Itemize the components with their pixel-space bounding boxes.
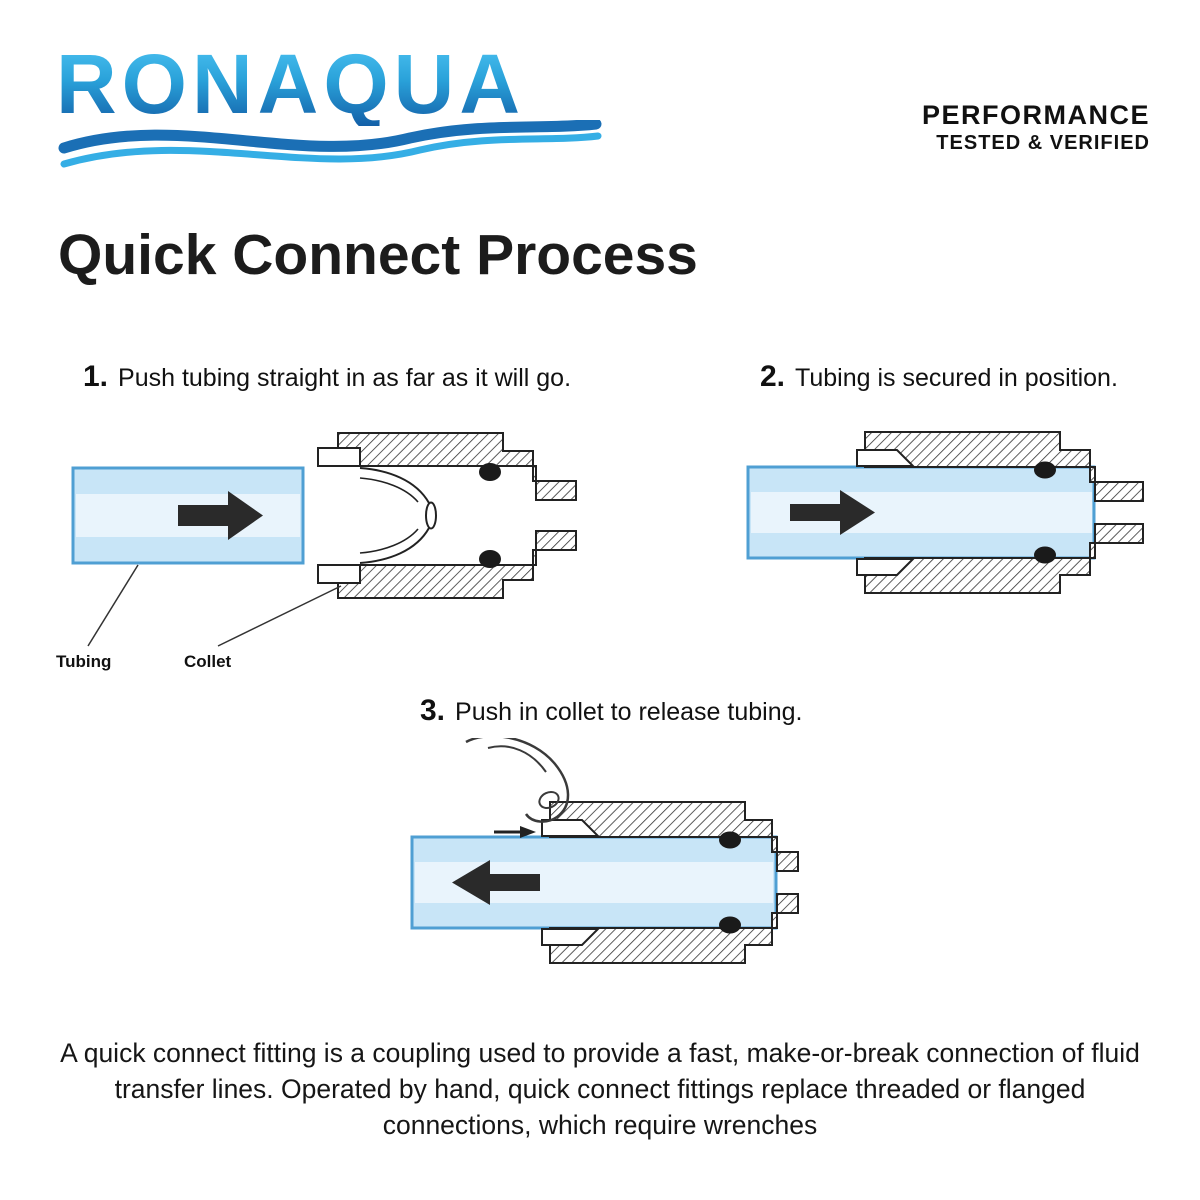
fingernail-icon [538, 790, 560, 810]
leader-line-tubing [87, 564, 139, 647]
fitting-body-top [549, 801, 799, 872]
logo-wave-icon [58, 120, 602, 168]
footer-description: A quick connect fitting is a coupling us… [60, 1038, 1140, 1140]
collet-graphic-bottom [317, 564, 361, 584]
brand-logo: RONAQUA [56, 42, 616, 168]
fitting-body-top [337, 432, 577, 501]
fitting-body-top [864, 431, 1144, 502]
leader-line-collet [217, 585, 342, 647]
o-ring-bottom [719, 916, 741, 934]
step3-diagram [410, 738, 799, 964]
step2-diagram [746, 431, 1144, 594]
step2-text: Tubing is secured in position. [795, 364, 1118, 392]
badge-line1: PERFORMANCE [921, 100, 1150, 130]
o-ring-top [1034, 461, 1056, 479]
badge-line2: TESTED & VERIFIED [936, 132, 1150, 155]
o-ring-top [479, 463, 501, 481]
logo-wave-dark [58, 120, 602, 154]
step1-text: Push tubing straight in as far as it wil… [118, 364, 572, 392]
finger-inner-line [487, 745, 547, 773]
step1-number: 1. [83, 360, 109, 393]
step1-diagram [71, 432, 577, 647]
collet-graphic-top [317, 447, 361, 467]
push-arrow-icon [520, 826, 536, 838]
flow-arrow-icon [790, 490, 875, 535]
step3-header: 3. Push in collet to release tubing. [420, 694, 802, 728]
flow-arrow-icon [178, 491, 263, 540]
logo-wave-light [60, 132, 602, 168]
collet-graphic-top [856, 449, 916, 467]
performance-badge: PERFORMANCE TESTED & VERIFIED [922, 100, 1150, 155]
collet-finger-bottom [359, 527, 430, 564]
collet-finger-top-inner [359, 477, 419, 503]
fitting-body-bottom [549, 893, 799, 964]
flow-arrow-icon [452, 860, 540, 905]
o-ring-bottom [479, 550, 501, 568]
collet-graphic-bottom [541, 928, 601, 946]
step3-number: 3. [420, 694, 446, 727]
step1-header: 1. Push tubing straight in as far as it … [83, 360, 571, 394]
step3-text: Push in collet to release tubing. [455, 698, 803, 726]
step2-header: 2. Tubing is secured in position. [760, 360, 1118, 394]
collet-finger-top [359, 467, 430, 504]
o-ring-top [719, 831, 741, 849]
step2-number: 2. [760, 360, 786, 393]
brand-logo-text: RONAQUA [56, 42, 616, 126]
collet-graphic-bottom [856, 558, 916, 576]
collet-tip [425, 501, 437, 530]
fitting-body-bottom [864, 523, 1144, 594]
finger-icon [465, 738, 570, 823]
tubing-label: Tubing [56, 652, 112, 671]
fitting-body-bottom [337, 530, 577, 599]
collet-finger-bottom-inner [359, 528, 419, 554]
collet-label: Collet [184, 652, 232, 671]
collet-graphic-top [541, 819, 601, 837]
page-title: Quick Connect Process [58, 223, 698, 287]
o-ring-bottom [1034, 546, 1056, 564]
